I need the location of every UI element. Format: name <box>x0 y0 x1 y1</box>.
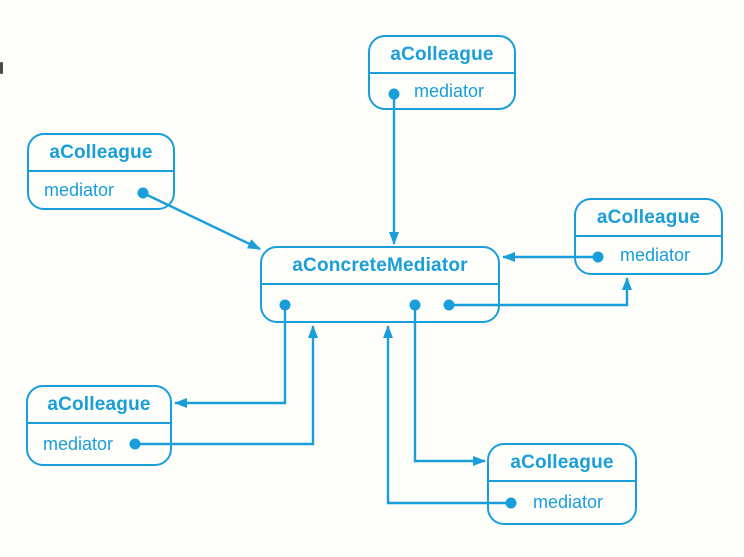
object-box-concrete-mediator: aConcreteMediator <box>260 246 500 323</box>
object-box-colleague-left: aColleague mediator <box>27 133 175 210</box>
object-name: aColleague <box>370 37 514 74</box>
object-name: aConcreteMediator <box>262 248 498 285</box>
object-box-colleague-top: aColleague mediator <box>368 35 516 110</box>
scan-artifact <box>0 62 3 74</box>
object-name: aColleague <box>489 445 635 482</box>
object-box-colleague-bottom-right: aColleague mediator <box>487 443 637 525</box>
attribute-label: mediator <box>43 433 114 454</box>
attribute-row: mediator <box>370 74 514 108</box>
object-box-colleague-bottom-left: aColleague mediator <box>26 385 172 466</box>
attribute-label: mediator <box>533 492 604 512</box>
link-mediator-to-colleague-bottom-right <box>413 305 486 466</box>
object-name: aColleague <box>576 200 721 237</box>
attribute-row: mediator <box>576 237 721 273</box>
attribute-row: mediator <box>29 172 173 208</box>
attribute-label: mediator <box>44 179 115 200</box>
object-box-colleague-right: aColleague mediator <box>574 198 723 275</box>
attribute-label: mediator <box>620 244 691 265</box>
attribute-row: mediator <box>489 482 635 523</box>
attribute-label: mediator <box>414 80 485 101</box>
object-name: aColleague <box>28 387 170 424</box>
attribute-row <box>262 285 498 321</box>
attribute-row: mediator <box>28 424 170 464</box>
object-name: aColleague <box>29 135 173 172</box>
